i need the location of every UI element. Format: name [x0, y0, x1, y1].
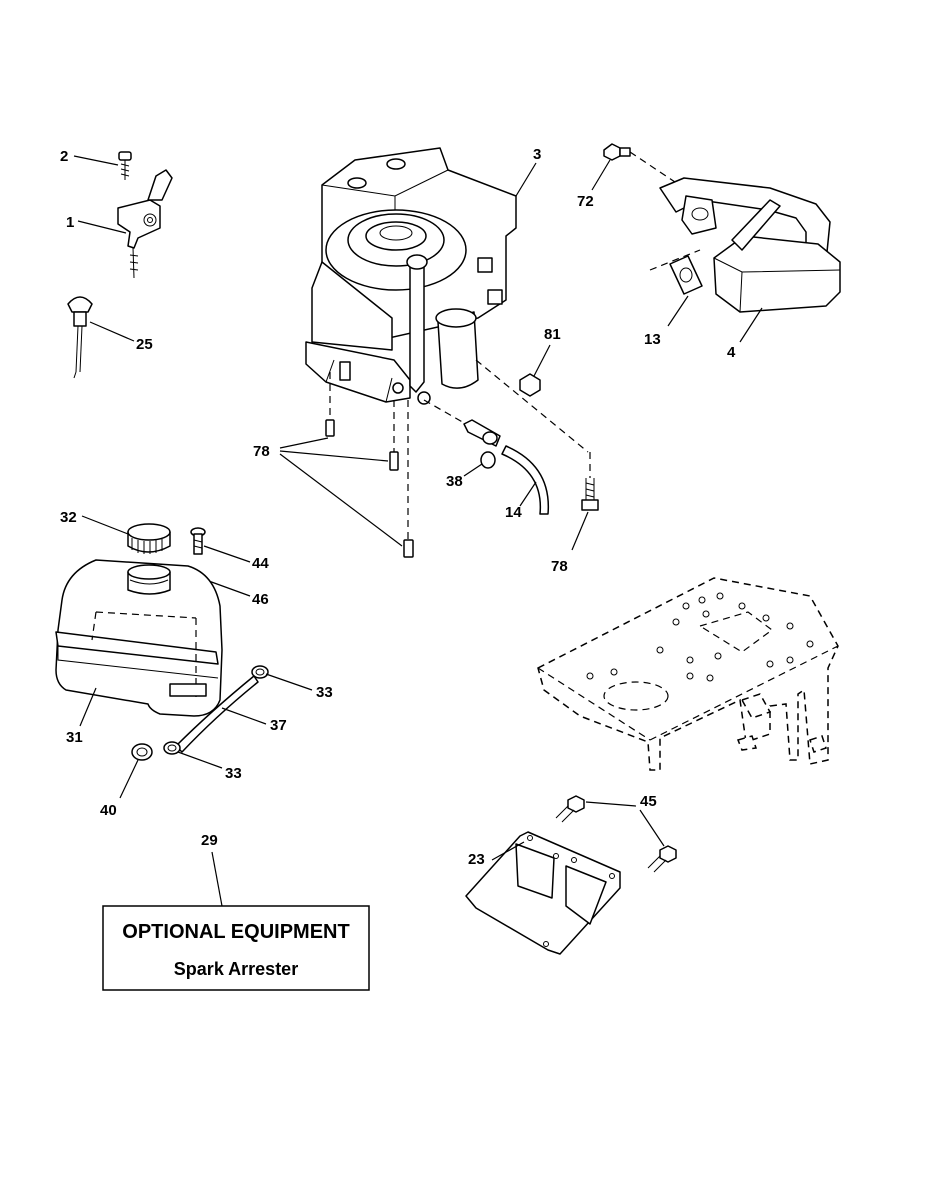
chassis-frame-reference — [537, 577, 839, 771]
label-part-81: 81 — [544, 326, 561, 343]
label-part-3: 3 — [533, 146, 541, 163]
label-part-38: 38 — [446, 473, 463, 490]
engine-bolts-part-78 — [325, 372, 414, 558]
label-part-31: 31 — [66, 729, 83, 746]
label-part-29: 29 — [201, 832, 218, 849]
label-part-32: 32 — [60, 509, 77, 526]
grommet-part-40 — [131, 743, 153, 761]
label-part-45: 45 — [640, 793, 657, 810]
label-part-40: 40 — [100, 802, 117, 819]
throttle-control-part-1 — [117, 169, 173, 279]
muffler-part-4 — [659, 177, 841, 313]
screw-part-44 — [190, 527, 206, 555]
optional-equipment-subtitle: Spark Arrester — [174, 959, 298, 979]
label-part-33-lower: 33 — [225, 765, 242, 782]
label-part-2: 2 — [60, 148, 68, 165]
fuel-filter-part-38 — [423, 399, 501, 469]
throttle-control-assembly: 2 1 — [60, 148, 173, 279]
fuel-cap-part-32 — [127, 523, 171, 554]
bracket-part-23 — [465, 831, 621, 955]
screw-part-2 — [118, 151, 132, 180]
chassis-holes — [586, 592, 814, 682]
optional-equipment-box: OPTIONAL EQUIPMENT Spark Arrester — [102, 905, 370, 991]
optional-equipment-title: OPTIONAL EQUIPMENT — [122, 921, 349, 943]
label-part-33-upper: 33 — [316, 684, 333, 701]
label-part-14: 14 — [505, 504, 522, 521]
label-part-13: 13 — [644, 331, 661, 348]
label-part-72: 72 — [577, 193, 594, 210]
label-part-46: 46 — [252, 591, 269, 608]
label-part-23: 23 — [468, 851, 485, 868]
bolt-part-78-right — [581, 452, 599, 511]
label-part-78-left: 78 — [253, 443, 270, 460]
label-part-44: 44 — [252, 555, 269, 572]
clamp-part-33-lower — [163, 741, 181, 755]
engine-part-3 — [305, 147, 517, 405]
fuel-tank-part-31 — [55, 559, 223, 717]
label-part-25: 25 — [136, 336, 153, 353]
label-part-37: 37 — [270, 717, 287, 734]
clamp-part-33-upper — [251, 665, 269, 679]
label-part-1: 1 — [66, 214, 74, 231]
nut-part-81 — [475, 359, 589, 453]
label-part-78-right: 78 — [551, 558, 568, 575]
fuel-line-part-14 — [501, 445, 550, 515]
gasket-part-13 — [649, 249, 703, 295]
dipstick-part-25 — [67, 296, 93, 379]
fuel-hose-part-37 — [175, 675, 259, 753]
label-part-4: 4 — [727, 344, 736, 361]
bolts-part-45 — [555, 795, 677, 873]
